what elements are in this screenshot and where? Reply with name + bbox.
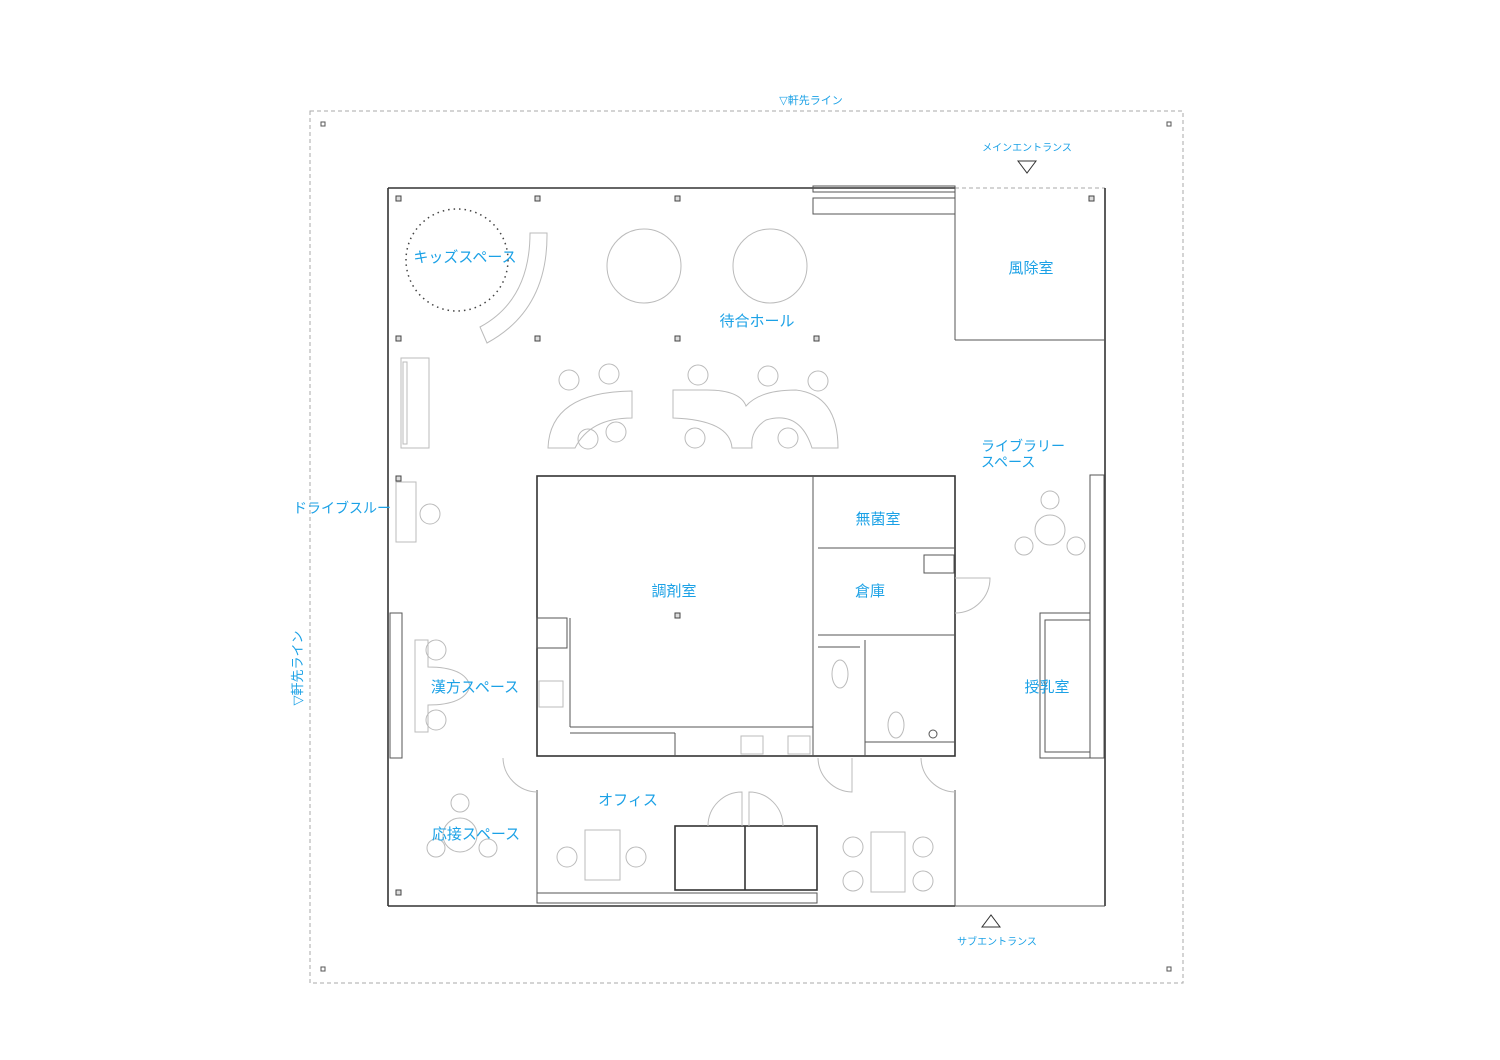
room-label-kampo-space: 漢方スペース [431, 678, 519, 696]
sub-entrance-arrow-icon [981, 914, 1001, 928]
columns [395, 195, 1095, 896]
main-entrance-arrow-icon [1017, 160, 1037, 174]
eaves-markers [320, 121, 1172, 972]
core-walls [536, 475, 991, 757]
room-label-windbreak-room: 風除室 [1008, 259, 1053, 277]
main-entrance-label: メインエントランス [982, 142, 1072, 154]
office-walls [502, 757, 956, 906]
room-label-library-1: ライブラリー [981, 438, 1065, 455]
room-label-storage: 倉庫 [855, 582, 885, 600]
room-label-nursing-room: 授乳室 [1024, 678, 1069, 696]
room-label-waiting-hall: 待合ホール [719, 312, 794, 330]
room-label-library-2: スペース [981, 455, 1035, 471]
eaves-line-left-label: ▽軒先ライン [291, 631, 306, 706]
eaves-line [309, 110, 1184, 984]
room-label-sterile-room: 無菌室 [855, 510, 900, 528]
furniture [395, 208, 1091, 858]
eaves-line-top-label: ▽軒先ライン [779, 94, 842, 107]
room-label-reception-space: 応接スペース [432, 825, 520, 843]
sub-entrance-label: サブエントランス [957, 935, 1037, 948]
room-label-office: オフィス [598, 791, 658, 809]
room-label-kids-space: キッズスペース [413, 248, 516, 266]
room-label-drive-through: ドライブスルー [293, 500, 391, 517]
windbreak-room-walls [954, 192, 1105, 341]
room-label-dispensing-room: 調剤室 [651, 582, 696, 600]
